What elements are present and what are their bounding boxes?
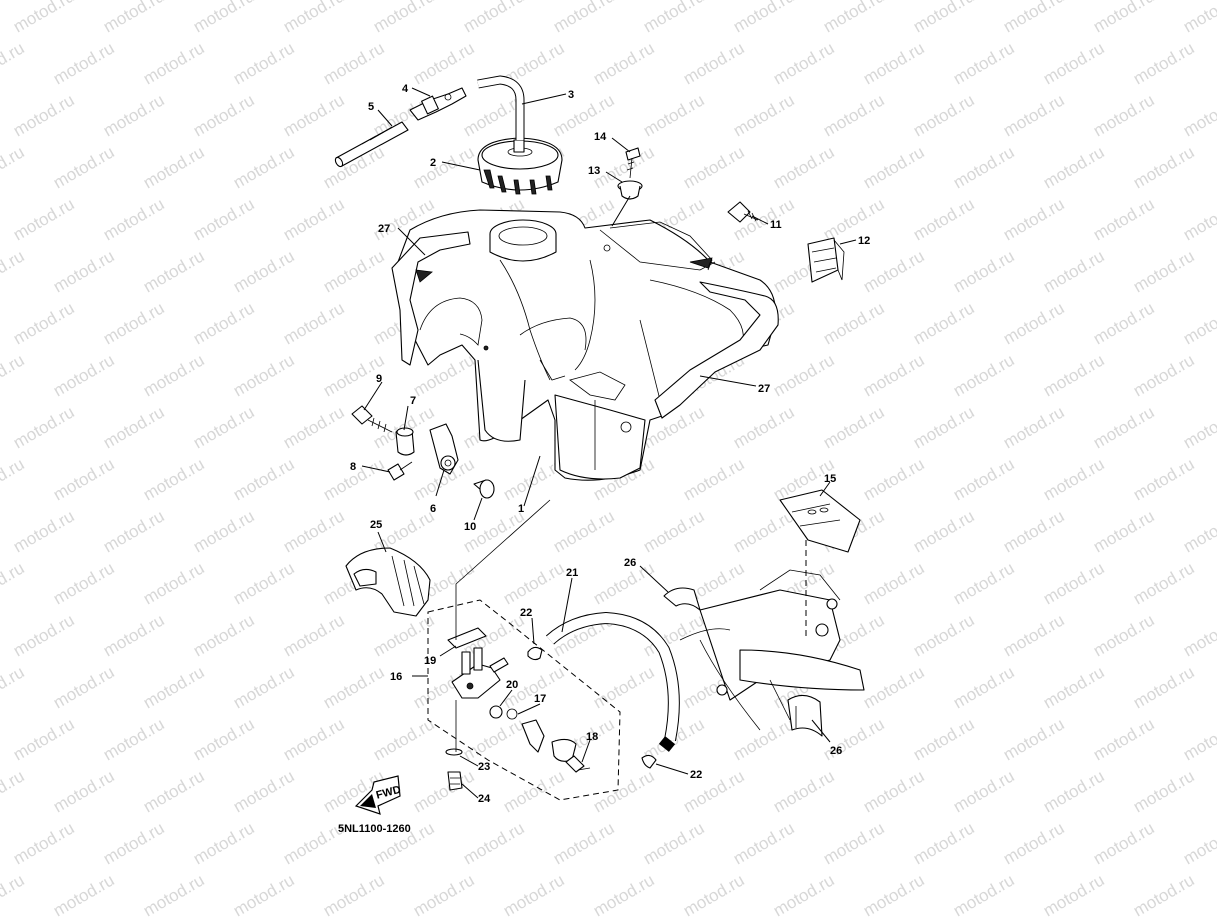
check-valve[interactable] xyxy=(409,87,467,121)
callout-17: 17 xyxy=(534,693,546,705)
rubber-band-upper-26[interactable] xyxy=(663,587,701,611)
callout-10: 10 xyxy=(464,521,476,533)
frame-section xyxy=(679,530,865,731)
callout-12: 12 xyxy=(858,235,870,247)
screw-14[interactable] xyxy=(625,147,641,179)
callout-13: 13 xyxy=(588,165,600,177)
callout-19: 19 xyxy=(424,655,436,667)
rubber-band-lower-26[interactable] xyxy=(787,694,823,737)
callout-23: 23 xyxy=(478,761,490,773)
callout-21: 21 xyxy=(566,567,578,579)
tank-shroud-left[interactable] xyxy=(391,231,471,366)
callout-9: 9 xyxy=(376,373,382,385)
callout-27a: 27 xyxy=(378,223,390,235)
callout-8: 8 xyxy=(350,461,356,473)
callout-7: 7 xyxy=(410,395,416,407)
callout-2: 2 xyxy=(430,157,436,169)
vent-pipe[interactable] xyxy=(334,121,409,168)
hose-clip-lower[interactable] xyxy=(641,754,657,769)
rubber-cover-25[interactable] xyxy=(345,547,431,617)
callout-18: 18 xyxy=(586,731,598,743)
callout-24: 24 xyxy=(478,793,491,805)
callout-11: 11 xyxy=(770,219,782,231)
callout-labels: 1 2 3 4 5 6 7 8 9 10 11 12 13 14 15 16 1… xyxy=(350,83,870,805)
callout-16: 16 xyxy=(390,671,402,683)
callout-26a: 26 xyxy=(624,557,636,569)
clip-12[interactable] xyxy=(807,237,845,283)
callout-3: 3 xyxy=(568,89,574,101)
callout-22a: 22 xyxy=(520,607,532,619)
callout-15: 15 xyxy=(824,473,836,485)
hose-clip-upper[interactable] xyxy=(527,646,543,661)
bolt-9[interactable] xyxy=(351,405,393,433)
callout-26b: 26 xyxy=(830,745,842,757)
damper-7[interactable] xyxy=(395,427,415,456)
callout-14: 14 xyxy=(594,131,607,143)
callout-6: 6 xyxy=(430,503,436,515)
tank-shroud-right[interactable] xyxy=(609,221,779,419)
leader-lines xyxy=(361,87,857,799)
bolt-11[interactable] xyxy=(727,201,759,223)
callout-27b: 27 xyxy=(758,383,770,395)
bolt-8[interactable] xyxy=(387,461,413,481)
callout-1: 1 xyxy=(518,503,524,515)
grommet-13[interactable] xyxy=(617,180,643,200)
bracket-6[interactable] xyxy=(429,423,459,475)
diagram-code: 5NL1100-1260 xyxy=(338,823,411,835)
breather-hose[interactable] xyxy=(477,75,525,140)
callout-25: 25 xyxy=(370,519,382,531)
callout-4: 4 xyxy=(402,83,409,95)
callout-20: 20 xyxy=(506,679,518,691)
callout-22b: 22 xyxy=(690,769,702,781)
fuel-cap[interactable] xyxy=(477,137,563,195)
fuel-hose[interactable] xyxy=(545,611,680,752)
cable-guide-15[interactable] xyxy=(779,489,861,553)
fuel-cock-assembly[interactable] xyxy=(427,499,621,801)
callout-5: 5 xyxy=(368,101,374,113)
collar-10[interactable] xyxy=(473,479,495,499)
fwd-arrow-icon: FWD xyxy=(354,775,402,815)
